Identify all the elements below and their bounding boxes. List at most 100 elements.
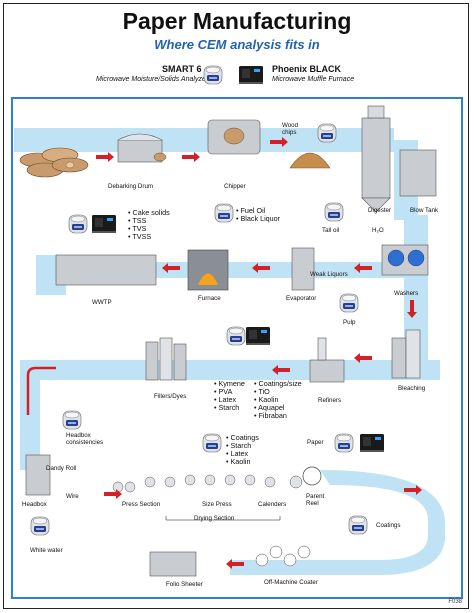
additive-item: • Starch xyxy=(214,403,239,412)
phoenix-icon-additives xyxy=(246,327,270,345)
refiners xyxy=(309,337,345,383)
process-area-border xyxy=(11,97,463,599)
label-folio-sheeter: Folio Sheeter xyxy=(166,581,203,588)
red-return-arrow xyxy=(26,366,56,415)
evaporator xyxy=(291,247,315,291)
label-washers: Washers xyxy=(394,290,418,297)
flow-arrows xyxy=(96,137,422,569)
label-dandy-roll: Dandy Roll xyxy=(46,465,76,472)
bleaching-towers xyxy=(391,329,421,379)
label-drying-section: Drying Section xyxy=(194,515,235,522)
debarking-drum xyxy=(117,133,167,163)
additive-item: • Latex xyxy=(214,395,237,404)
off-machine-coater xyxy=(255,545,311,567)
drying-section-bracket xyxy=(165,516,281,521)
wwtp-test-list: • Cake solids• TSS• TVS• TVSS xyxy=(128,208,170,241)
label-chipper: Chipper xyxy=(224,183,246,190)
wwtp-test-item: • Cake solids xyxy=(128,208,170,217)
label-fillers-dyes: Fillers/Dyes xyxy=(154,393,186,400)
phoenix-icon-paper xyxy=(360,434,384,452)
smart6-icon-additives xyxy=(226,326,246,346)
furnace xyxy=(187,249,229,291)
digester xyxy=(361,105,391,213)
label-refiners: Refiners xyxy=(318,397,341,404)
smart6-name: SMART 6 xyxy=(162,64,202,74)
label-coatings: Coatings xyxy=(376,522,400,529)
debarking-logs xyxy=(19,147,89,178)
smart6-icon-wwtp xyxy=(68,214,88,234)
chipper xyxy=(207,119,261,155)
phoenix-name: Phoenix BLACK xyxy=(272,64,342,74)
label-white-water: White water xyxy=(30,547,63,554)
blow-tank xyxy=(399,149,437,197)
label-weak-liquors: Weak Liquors xyxy=(310,271,348,278)
smart6-icon-furnace xyxy=(214,203,234,223)
label-blow-tank: Blow Tank xyxy=(410,207,439,214)
phoenix-desc: Microwave Muffle Furnace xyxy=(272,76,355,83)
size-press-test-list: • Coatings• Starch• Latex• Kaolin xyxy=(226,433,259,466)
label-calenders: Calenders xyxy=(258,501,286,508)
size-press-test-item: • Coatings xyxy=(226,433,259,442)
furnace-test-item: • Black Liquor xyxy=(236,214,281,223)
wwtp-tank xyxy=(55,254,157,286)
smart6-icon-tall-oil xyxy=(324,202,344,222)
label-evaporator: Evaporator xyxy=(286,295,316,302)
smart6-icon-coatings xyxy=(348,515,368,535)
figure-code: F038 xyxy=(448,599,462,605)
additive-item: • TiO xyxy=(254,387,270,396)
headbox xyxy=(25,454,51,496)
label-wire: Wire xyxy=(66,493,79,500)
additive-item: • Kaolin xyxy=(254,395,279,404)
additive-item: • Fibraban xyxy=(254,411,287,420)
smart6-icon-paper xyxy=(334,433,354,453)
size-press-test-item: • Latex xyxy=(226,449,249,458)
label-off-machine-coater: Off-Machine Coater xyxy=(264,579,318,586)
additives-right-list: • Coatings/size• TiO• Kaolin• Aquapel• F… xyxy=(254,379,302,420)
label-bleaching: Bleaching xyxy=(398,385,426,392)
smart6-icon-wood-chips xyxy=(317,123,337,143)
size-press-test-item: • Kaolin xyxy=(226,457,251,466)
additive-item: • Aquapel xyxy=(254,403,285,412)
furnace-test-item: • Fuel Oil xyxy=(236,206,266,215)
paper-machine-rollers xyxy=(112,474,303,493)
fillers-dyes-tanks xyxy=(145,337,187,381)
wwtp-test-item: • TSS xyxy=(128,216,147,225)
smart6-icon-white-water xyxy=(30,516,50,536)
additive-item: • Kymene xyxy=(214,379,245,388)
label-furnace: Furnace xyxy=(198,295,221,302)
additive-item: • Coatings/size xyxy=(254,379,302,388)
label-press-section: Press Section xyxy=(122,501,161,508)
smart6-legend-icon xyxy=(203,65,223,85)
label-h2o: H₂O xyxy=(372,227,384,234)
smart6-icon-headbox xyxy=(62,410,82,430)
diagram-frame xyxy=(3,3,469,609)
label-size-press: Size Press xyxy=(202,501,232,508)
folio-sheeter xyxy=(149,551,197,577)
additives-left-list: • Kymene• PVA• Latex• Starch xyxy=(214,379,245,412)
smart6-icon-pulp xyxy=(339,293,359,313)
smart6-icon-size-press xyxy=(202,433,222,453)
wwtp-test-item: • TVS xyxy=(128,224,147,233)
phoenix-icon-wwtp xyxy=(92,215,116,233)
washers xyxy=(381,244,429,276)
label-debarking-drum: Debarking Drum xyxy=(108,183,153,190)
smart6-desc: Microwave Moisture/Solids Analyzer xyxy=(96,76,209,83)
label-wwtp: WWTP xyxy=(92,299,112,306)
label-digester: Digester xyxy=(368,207,391,214)
label-pulp: Pulp xyxy=(343,319,356,326)
size-press-test-item: • Starch xyxy=(226,441,251,450)
additive-item: • PVA xyxy=(214,387,233,396)
label-headbox: Headbox xyxy=(22,501,48,508)
furnace-test-list: • Fuel Oil• Black Liquor xyxy=(236,206,281,223)
diagram-subtitle: Where CEM analysis fits in xyxy=(154,37,320,52)
phoenix-legend-icon xyxy=(239,66,263,84)
wwtp-test-item: • TVSS xyxy=(128,232,151,241)
label-tall-oil: Tall oil xyxy=(322,227,339,234)
diagram-title: Paper Manufacturing xyxy=(122,8,352,34)
wood-chips-pile xyxy=(289,152,331,169)
parent-reel xyxy=(302,466,322,486)
